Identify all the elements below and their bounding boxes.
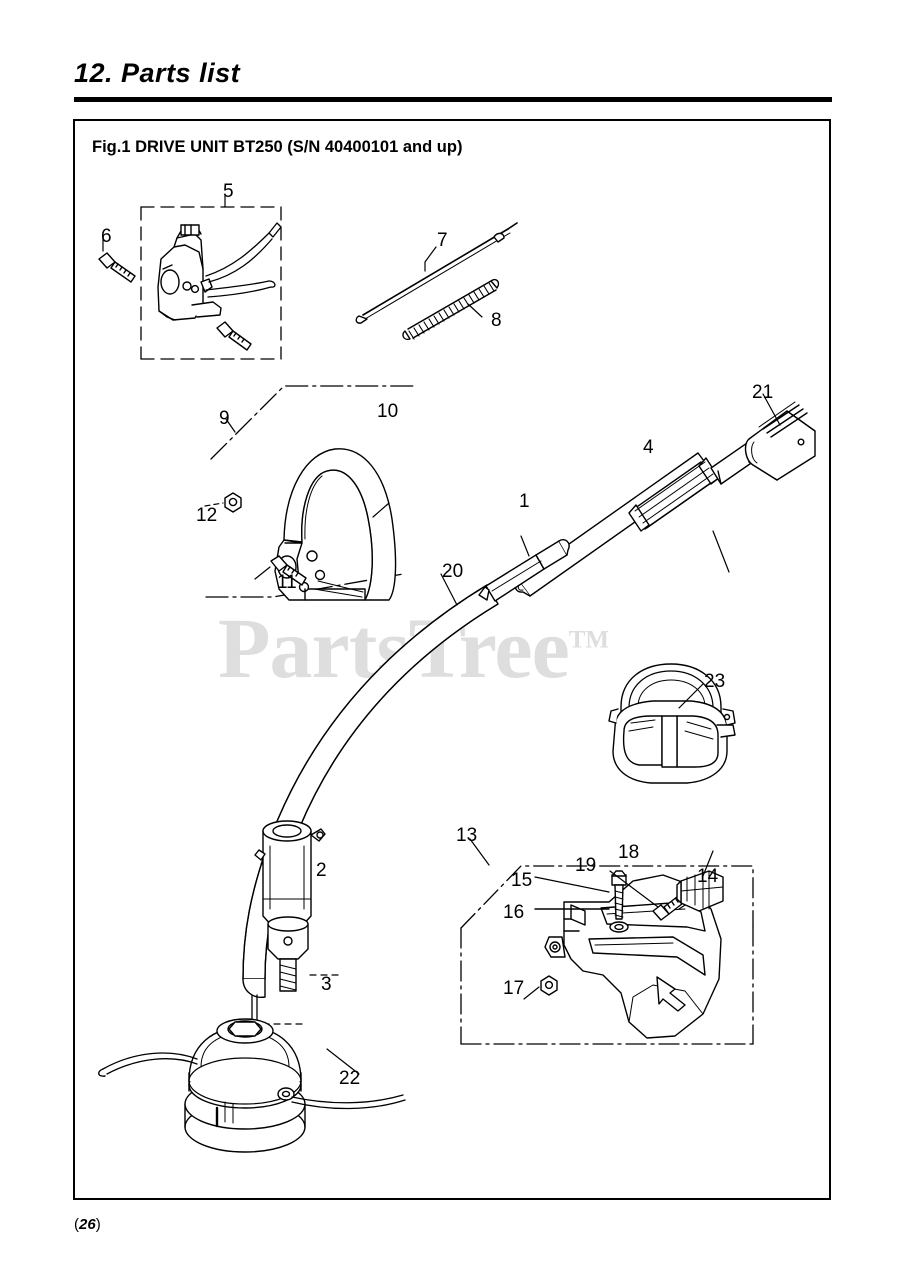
page-number-close: ) [95,1216,101,1233]
nut-12 [224,492,242,513]
trademark-icon: TM [568,626,610,654]
leader-18 [702,850,714,877]
callout-4-shaft-coupler-grip: 4 [643,437,654,458]
parts-diagram [73,119,831,1200]
leader-22 [326,1048,360,1075]
shaft-sleeve-21 [744,401,816,481]
callout-19-screw: 19 [575,855,597,876]
callout-6-screw: 6 [101,226,112,247]
callout-10-loop-handle: 10 [377,401,399,422]
callout-20-flexible-drive-shaft: 20 [442,561,464,582]
leader-8 [467,303,483,318]
throttle-assembly-boundary [140,206,282,360]
callout-3-gear-case: 3 [321,974,332,995]
leader-21 [762,393,781,426]
clamp-bracket-18 [676,870,724,912]
leader-1 [520,535,530,557]
leader-9 [225,418,236,433]
callout-17-nut: 17 [503,978,525,999]
washer-16 [609,921,629,933]
leader-13 [469,838,490,866]
guard-assembly-boundary [460,865,754,1045]
callout-1-main-shaft: 1 [519,491,530,512]
callout-2-inner-flexible-cable: 2 [316,860,327,881]
page-number-value: 26 [79,1216,96,1233]
screw-6 [98,252,136,283]
throttle-wires [205,222,282,298]
gear-case-3 [254,820,326,992]
handle-assembly-boundary [205,385,417,598]
callout-5-throttle-control-assembly: 5 [223,181,234,202]
callout-15-screw: 15 [511,870,533,891]
figure-caption: Fig.1 DRIVE UNIT BT250 (S/N 40400101 and… [92,138,463,156]
leader-20 [440,573,458,606]
main-shaft-1 [514,452,711,597]
trimmer-head-22 [98,1018,406,1153]
page-number-open: ( [74,1216,79,1233]
leader-15 [534,876,610,893]
callout-18-clamp-bracket: 18 [618,842,640,863]
leader-11 [254,566,271,580]
throttle-control-housing [157,224,222,321]
callout-13-safety-guard-assembly: 13 [456,825,478,846]
page-number: (26) [74,1216,101,1233]
callout-12-nut: 12 [196,505,218,526]
callout-7-throttle-cable: 7 [437,230,448,251]
leader-17 [523,986,540,1000]
leader-23 [678,683,704,709]
callout-14-debris-shield: 14 [697,866,719,887]
safety-goggles-23 [608,663,736,784]
callout-23-safety-goggles: 23 [704,671,726,692]
callout-22-nylon-trimmer-head: 22 [339,1068,361,1089]
throttle-cable-7 [355,222,518,324]
leader-7 [424,246,437,272]
page-title: 12. Parts list [74,58,241,88]
callout-11-bolt: 11 [277,572,297,593]
screw-inside-assembly [216,321,252,351]
flexible-drive-shaft-20 [242,539,570,998]
leader-10 [372,502,390,518]
inner-wire-8 [402,278,500,341]
callout-9-handle-assembly: 9 [219,408,230,429]
callout-16-washer: 16 [503,902,525,923]
leader-19 [609,870,659,908]
leader-4 [712,530,730,573]
callout-8-inner-wire: 8 [491,310,502,331]
loop-handle-10 [274,448,397,601]
nut-17 [540,975,558,996]
header-divider [74,97,832,102]
leader-12 [204,502,224,507]
bolt-11 [270,555,307,586]
callout-21-shaft-sleeve: 21 [752,382,774,403]
